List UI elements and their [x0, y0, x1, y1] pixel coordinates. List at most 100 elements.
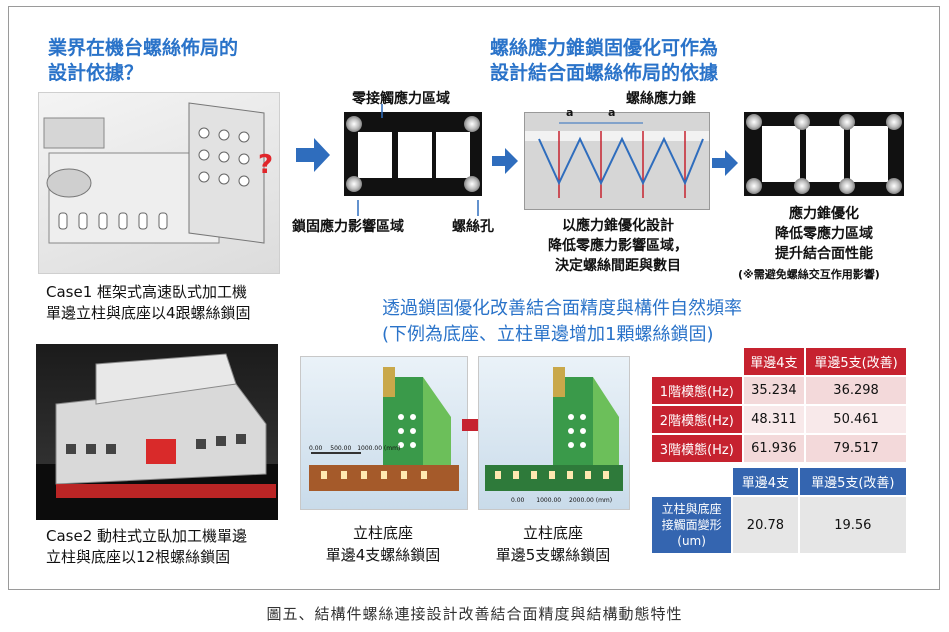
row-label: 1階模態(Hz): [650, 375, 744, 406]
stress-cone-label: 螺絲應力錐: [626, 91, 696, 107]
lock-influence-label: 鎖固應力影響區域: [292, 219, 404, 235]
fea-5-scale-mid: 1000.00: [536, 497, 562, 504]
fea-5-caption-line1: 立柱底座: [522, 524, 583, 542]
figure-caption: 圖五、結構件螺絲連接設計改善結合面精度與結構動態特性: [266, 605, 683, 623]
top-right-title-line2: 設計結合面螺絲佈局的依據: [490, 62, 719, 84]
result-line3: 提升結合面性能: [775, 246, 873, 262]
stress-cone-section: [524, 112, 710, 210]
fea-4-scale-start: 0.00: [309, 445, 323, 452]
col-header-5: 單邊5支(改善): [797, 466, 909, 497]
opt-design-line2: 降低零應力影響區域，: [548, 238, 688, 254]
fea-5-scale: 0.00 1000.00 2000.00 (mm): [511, 497, 612, 504]
row-label-line1: 立柱與底座: [661, 502, 722, 516]
case1-caption: Case1 框架式高速臥式加工機 單邊立柱與底座以4跟螺絲鎖固: [46, 282, 251, 324]
fea-5-scale-start: 0.00: [511, 497, 525, 504]
cell-value: 79.517: [804, 433, 908, 464]
result-text: 應力錐優化 降低零應力區域 提升結合面性能: [744, 204, 904, 264]
screw-stress-spot: [794, 178, 810, 194]
top-left-title: 業界在機台螺絲佈局的 設計依據？: [48, 36, 238, 86]
table-row: 2階模態(Hz) 48.311 50.461: [650, 404, 908, 435]
screw-stress-spot: [794, 114, 810, 130]
pointer-lines: [357, 104, 479, 216]
opt-design-text: 以應力錐優化設計 降低零應力影響區域， 決定螺絲間距與數目: [528, 216, 708, 276]
fea-4-scale: 0.00 500.00 1000.00 (mm): [309, 445, 400, 452]
cone-dim-a-1: a: [566, 106, 574, 119]
opt-design-line3: 決定螺絲間距與數目: [555, 258, 681, 274]
row-label-line2: 接觸面變形: [661, 518, 722, 532]
case1-caption-line2: 單邊立柱與底座以4跟螺絲鎖固: [46, 304, 251, 322]
fea-4-caption: 立柱底座 單邊4支螺絲鎖固: [300, 522, 466, 566]
case2-caption-line1: Case2 動柱式立臥加工機單邊: [46, 527, 248, 545]
table-corner: [650, 346, 744, 377]
screw-stress-spot: [464, 176, 480, 192]
col-header-4: 單邊4支: [741, 346, 807, 377]
reduced-zero-stress-window: [850, 126, 888, 182]
fea-5-scale-end: 2000.00 (mm): [569, 497, 613, 504]
case2-machine-image: [36, 344, 278, 520]
zero-contact-label: 零接觸應力區域: [352, 91, 450, 107]
screw-stress-spot: [346, 176, 362, 192]
row-label: 立柱與底座 接觸面變形 (um): [649, 495, 734, 555]
case2-machine-drawing: [36, 353, 278, 520]
table-row: 1階模態(Hz) 35.234 36.298: [650, 375, 908, 406]
case2-caption: Case2 動柱式立臥加工機單邊 立柱與底座以12根螺絲鎖固: [46, 526, 247, 568]
cell-value: 61.936: [741, 433, 807, 464]
flow-arrow-3: [712, 150, 738, 176]
reduced-zero-stress-window: [762, 126, 800, 182]
fea-4-caption-line1: 立柱底座: [352, 524, 413, 542]
modal-frequency-table: 單邊4支 單邊5支(改善) 1階模態(Hz) 35.234 36.298 2階模…: [650, 346, 908, 464]
opt-design-line1: 以應力錐優化設計: [562, 218, 674, 234]
case2-caption-line2: 立柱與底座以12根螺絲鎖固: [46, 548, 231, 566]
table-header-row: 單邊4支 單邊5支(改善): [650, 346, 908, 377]
fea-5-screws-drawing: [485, 367, 623, 491]
screw-stress-spot: [746, 178, 762, 194]
interaction-note: (※需避免螺絲交互作用影響): [738, 268, 880, 281]
fea-4-caption-line2: 單邊4支螺絲鎖固: [325, 546, 441, 564]
cell-value: 50.461: [804, 404, 908, 435]
fea-4-scale-mid: 500.00: [330, 445, 352, 452]
zero-stress-window: [358, 132, 392, 178]
question-mark: ?: [258, 150, 274, 180]
screw-hole-label: 螺絲孔: [452, 219, 494, 235]
screw-stress-spot: [839, 114, 855, 130]
middle-title-line1: 透過鎖固優化改善結合面精度與構件自然頻率: [382, 298, 742, 319]
cell-value: 19.56: [797, 495, 909, 555]
row-label: 2階模態(Hz): [650, 404, 744, 435]
row-label: 3階模態(Hz): [650, 433, 744, 464]
screw-stress-spot: [886, 114, 902, 130]
table-row: 3階模態(Hz) 61.936 79.517: [650, 433, 908, 464]
result-line2: 降低零應力區域: [775, 226, 873, 242]
stress-cone-drawing: [525, 122, 709, 198]
cell-value: 48.311: [741, 404, 807, 435]
fea-5-screws-image: 0.00 1000.00 2000.00 (mm): [478, 356, 630, 510]
flow-arrow-1: [296, 138, 330, 172]
middle-title: 透過鎖固優化改善結合面精度與構件自然頻率 (下例為底座、立柱單邊增加1顆螺絲鎖固…: [382, 296, 742, 348]
case1-machine-drawing: [43, 102, 265, 244]
cell-value: 36.298: [804, 375, 908, 406]
top-right-title: 螺絲應力錐鎖固優化可作為 設計結合面螺絲佈局的依據: [490, 36, 718, 86]
screw-stress-spot: [464, 116, 480, 132]
col-header-4: 單邊4支: [731, 466, 800, 497]
cone-dim-a-2: a: [608, 106, 616, 119]
table-row: 立柱與底座 接觸面變形 (um) 20.78 19.56: [649, 495, 909, 555]
deformation-table: 單邊4支 單邊5支(改善) 立柱與底座 接觸面變形 (um) 20.78 19.…: [649, 466, 909, 555]
flow-arrow-2: [492, 148, 518, 174]
screw-stress-spot: [746, 114, 762, 130]
cell-value: 35.234: [741, 375, 807, 406]
reduced-zero-stress-window: [806, 126, 844, 182]
case1-machine-image: [38, 92, 280, 274]
fea-5-caption-line2: 單邊5支螺絲鎖固: [495, 546, 611, 564]
bolt-pattern-initial: [344, 112, 482, 196]
table-corner: [649, 466, 734, 497]
top-left-title-line2: 設計依據？: [48, 62, 144, 84]
col-header-5: 單邊5支(改善): [804, 346, 908, 377]
fea-4-screws-image: 0.00 500.00 1000.00 (mm): [300, 356, 468, 510]
screw-stress-spot: [346, 116, 362, 132]
zero-stress-window: [436, 132, 470, 178]
middle-title-line2: (下例為底座、立柱單邊增加1顆螺絲鎖固): [382, 324, 714, 345]
bolt-pattern-optimized: [744, 112, 904, 196]
top-left-title-line1: 業界在機台螺絲佈局的: [48, 37, 239, 59]
zero-stress-window: [398, 132, 432, 178]
fea-5-caption: 立柱底座 單邊5支螺絲鎖固: [470, 522, 636, 566]
screw-stress-spot: [886, 178, 902, 194]
